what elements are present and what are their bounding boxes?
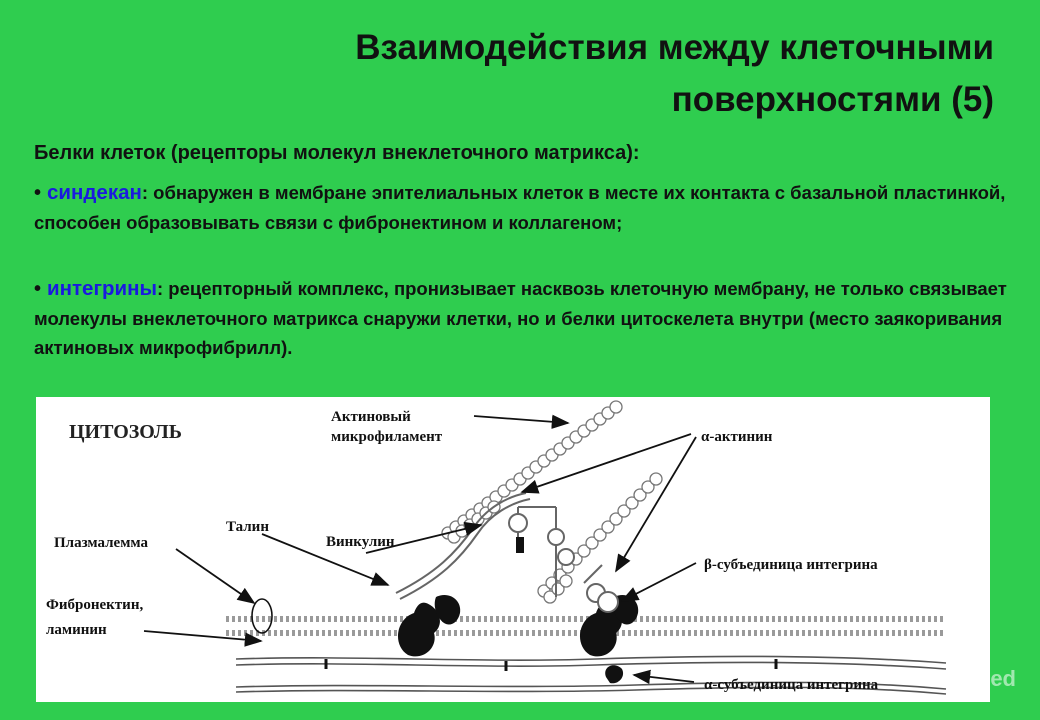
bullet-dot: • [34, 182, 42, 204]
actin-microfilament-1 [441, 400, 623, 544]
bullet-dot: • [34, 278, 42, 300]
diagram-svg: ЦИТОЗОЛЬ Актиновый микрофиламент α-актин… [46, 400, 947, 695]
fibronectin-fibers [235, 655, 947, 695]
label-beta-subunit: β-субъединица интегрина [704, 557, 878, 573]
label-alpha-actinin: α-актинин [701, 429, 773, 445]
label-plasmalemma: Плазмалемма [54, 535, 149, 551]
beta-subunit-head [597, 591, 619, 613]
term-syndecan: синдекан [47, 181, 142, 204]
term-integrins: интегрины [47, 277, 157, 300]
label-cytosol: ЦИТОЗОЛЬ [69, 421, 182, 443]
label-talin: Талин [226, 519, 269, 535]
talin-strand [395, 492, 531, 600]
integrins-description: : рецепторный комплекс, пронизывает наск… [34, 278, 1007, 358]
bullet-syndecan: •синдекан: обнаружен в мембране эпителиа… [34, 178, 1019, 237]
label-fibronectin-line1: Фибронектин, [46, 597, 143, 613]
slide-title: Взаимодействия между клеточными поверхно… [134, 22, 994, 126]
title-line-1: Взаимодействия между клеточными [355, 28, 994, 67]
leader-arrows [143, 414, 697, 685]
label-actin-line1: Актиновый [331, 409, 411, 425]
watermark: Shared [941, 666, 1016, 691]
integrin-diagram: ЦИТОЗОЛЬ Актиновый микрофиламент α-актин… [36, 397, 990, 702]
label-vinculin: Винкулин [326, 534, 395, 550]
subtitle: Белки клеток (рецепторы молекул внеклето… [34, 142, 640, 164]
bullet-integrins: •интегрины: рецепторный комплекс, прониз… [34, 274, 1019, 362]
integrin-complexes [397, 594, 639, 684]
vinculin-bar [516, 537, 524, 553]
actin-microfilament-2 [537, 472, 663, 604]
label-actin-line2: микрофиламент [331, 429, 443, 445]
vinculin-linker [508, 506, 606, 603]
syndecan-description: : обнаружен в мембране эпителиальных кле… [34, 182, 1006, 233]
title-line-2: поверхностями (5) [671, 80, 994, 119]
label-fibronectin-line2: ламинин [46, 622, 107, 638]
label-alpha-subunit: α-субъединица интегрина [704, 677, 879, 693]
